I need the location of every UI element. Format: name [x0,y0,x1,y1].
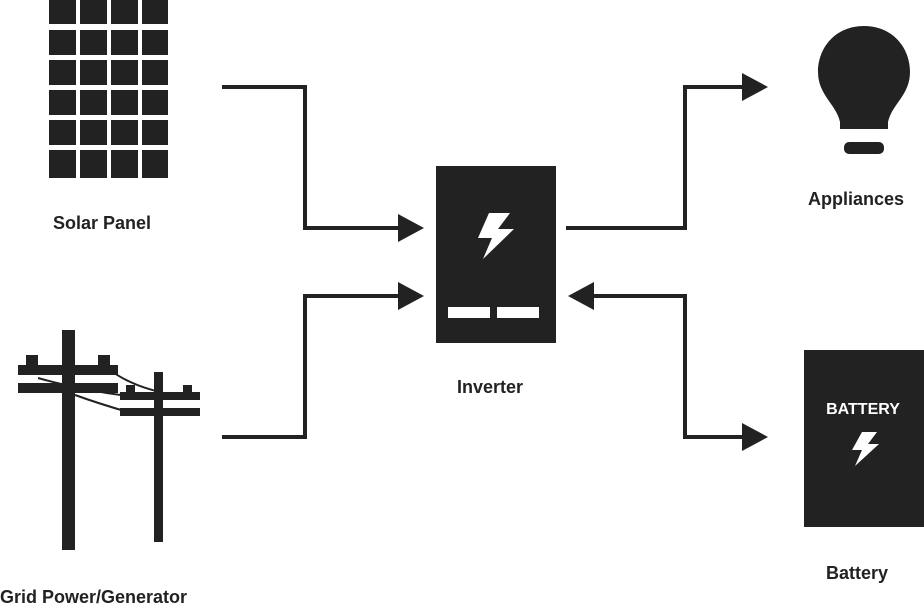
grid-power-label: Grid Power/Generator [0,587,188,607]
connector-inverter-to-appliances [566,73,768,230]
solar-panel-label: Solar Panel [53,213,152,233]
power-pole-icon [18,330,200,550]
connector-solar-to-inverter [222,85,424,242]
inverter-label: Inverter [457,377,524,397]
light-bulb-icon [818,26,910,154]
solar-panel-icon [49,0,168,178]
inverter-icon [436,166,556,343]
appliances-label: Appliances [808,189,905,209]
connector-inverter-battery [568,282,768,451]
battery-icon-text: BATTERY [826,401,900,418]
connector-grid-to-inverter [222,282,424,439]
battery-label: Battery [826,563,889,583]
battery-icon: BATTERY [804,350,924,527]
